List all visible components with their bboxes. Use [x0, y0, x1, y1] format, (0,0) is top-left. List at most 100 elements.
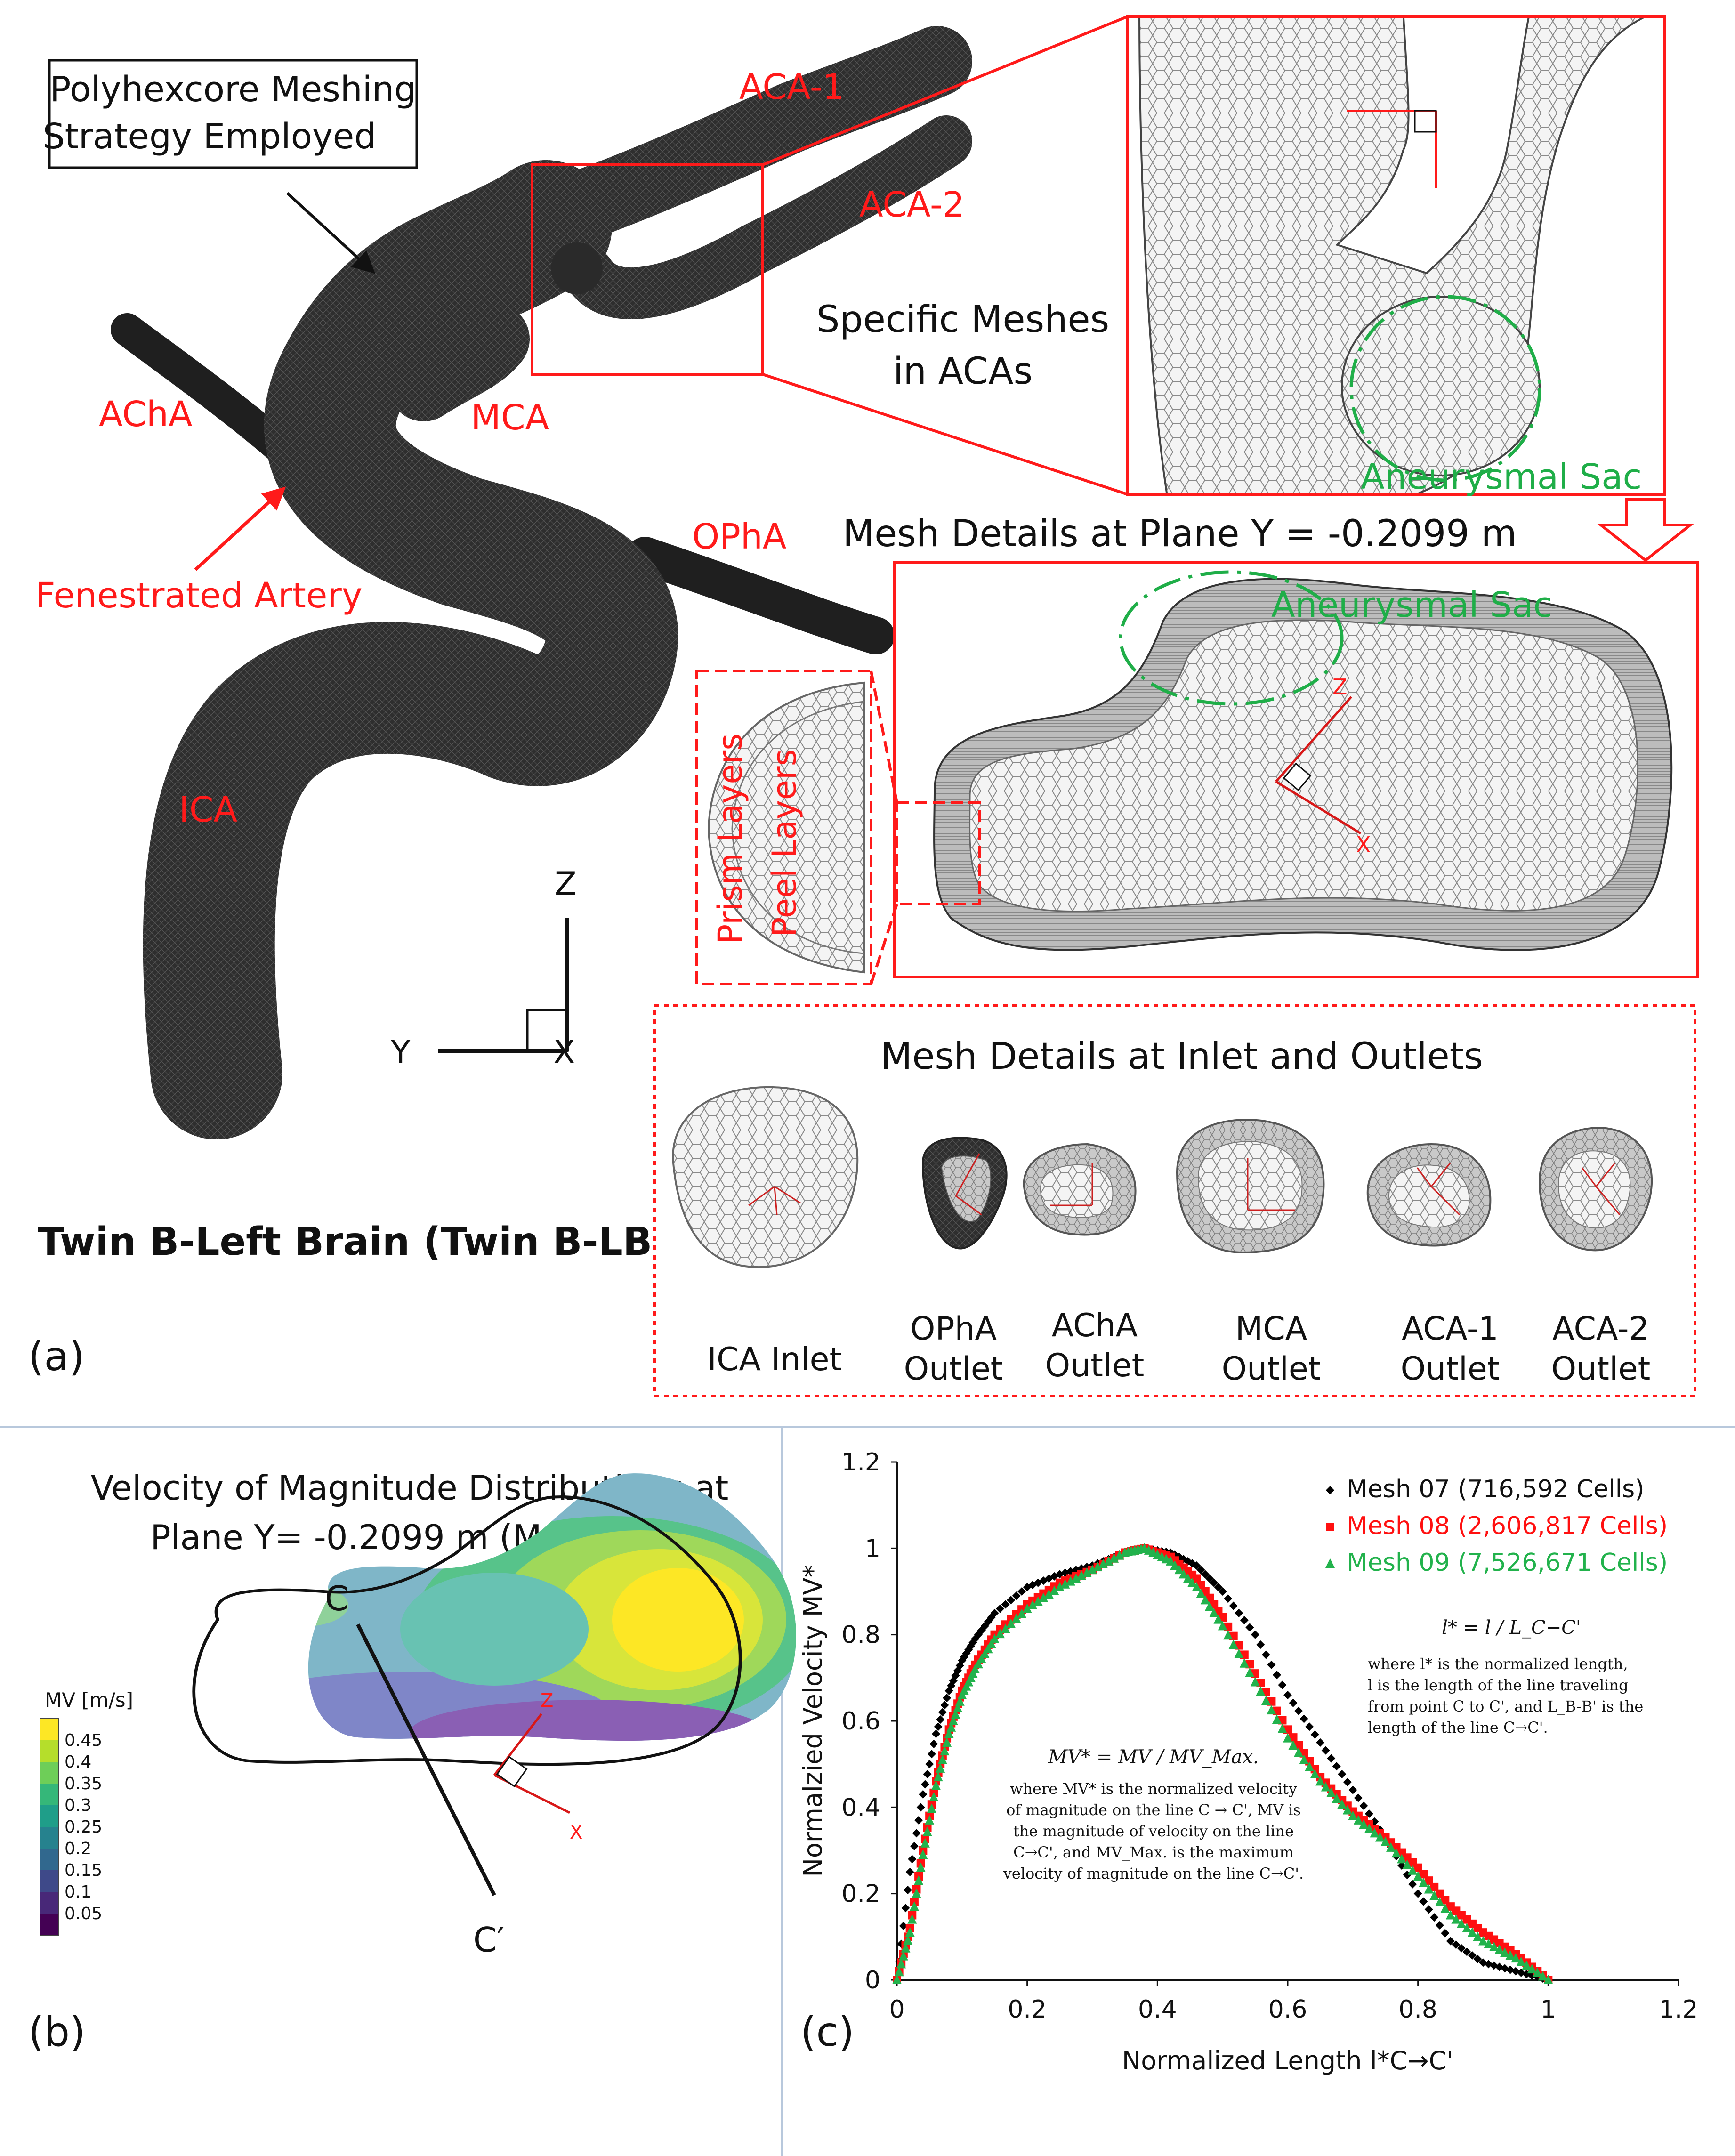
data-point — [1055, 1582, 1065, 1591]
legend-frame — [40, 1718, 59, 1936]
data-point — [1299, 1714, 1308, 1723]
data-point — [1196, 1566, 1205, 1575]
annotation-arrow — [286, 192, 376, 274]
data-point — [1494, 1944, 1504, 1954]
data-point — [1516, 1956, 1526, 1966]
twin-title: Twin B-Left Brain (Twin B-LB) — [38, 1219, 670, 1264]
data-point — [1473, 1931, 1483, 1941]
equation-l-text-3: from point C to C', and L_B-B' is the — [1368, 1697, 1643, 1715]
x-tick-label: 0.8 — [1398, 1995, 1437, 2024]
data-point — [940, 1701, 949, 1710]
legend-swatch — [40, 1827, 59, 1849]
data-point — [934, 1722, 943, 1731]
data-point — [1245, 1667, 1255, 1677]
data-point — [931, 1780, 941, 1790]
y-tick-label: 0.4 — [841, 1793, 880, 1822]
equation-l: l* = l / L_C−C' where l* is the normaliz… — [1368, 1617, 1643, 1736]
data-point — [1457, 1944, 1466, 1953]
data-point — [1364, 1809, 1373, 1818]
data-point — [1327, 1754, 1336, 1763]
data-point — [892, 1975, 902, 1984]
data-point — [943, 1694, 952, 1703]
data-point — [1429, 1890, 1439, 1900]
vessel-opha — [626, 537, 895, 654]
data-point — [1484, 1938, 1493, 1948]
legend-swatch — [40, 1740, 59, 1762]
x-tick-label: 0.6 — [1268, 1995, 1307, 2024]
data-point — [936, 1763, 945, 1773]
section-label-acha-1: AChA — [1052, 1307, 1138, 1344]
data-point — [1213, 1614, 1223, 1624]
vessel-mca — [388, 304, 530, 421]
data-point — [914, 1875, 924, 1885]
label-opha: OPhA — [692, 517, 787, 557]
legend-tick-label: 0.15 — [65, 1861, 102, 1880]
x-tick-label: 0.2 — [1008, 1995, 1047, 2024]
data-point — [1235, 1608, 1243, 1617]
data-point — [1326, 1787, 1336, 1797]
data-point — [955, 1696, 965, 1706]
data-point — [1001, 1623, 1010, 1633]
legend-tick-label: 0.35 — [65, 1774, 102, 1793]
data-point — [1261, 1650, 1270, 1659]
label-mca: MCA — [471, 397, 549, 438]
data-point — [929, 1739, 938, 1748]
data-point — [1283, 1733, 1292, 1743]
data-point — [1218, 1621, 1227, 1631]
data-point — [1007, 1596, 1016, 1605]
data-point — [953, 1703, 963, 1712]
section-aca1-outlet — [1366, 1143, 1492, 1247]
data-point — [1240, 1616, 1249, 1625]
label-aca-2: ACA-2 — [859, 185, 965, 225]
plane-axis-corner — [1283, 762, 1312, 791]
data-point — [1338, 1770, 1347, 1779]
section-label-acha-2: Outlet — [1045, 1347, 1145, 1384]
data-point — [1250, 1677, 1260, 1687]
data-point — [1419, 1897, 1428, 1906]
y-tick-label: 1.2 — [841, 1448, 880, 1477]
data-point — [905, 1867, 914, 1876]
data-point — [932, 1729, 940, 1738]
equation-mv-text-4: C→C', and MV_Max. is the maximum — [1013, 1843, 1294, 1861]
inlet-outlets-title: Mesh Details at Inlet and Outlets — [880, 1035, 1483, 1078]
data-point — [1245, 1623, 1254, 1632]
section-label-opha-1: OPhA — [910, 1310, 997, 1348]
data-point — [1310, 1730, 1319, 1739]
data-point — [1283, 1691, 1292, 1699]
aneurysm-dashdot-circle-plane — [1119, 570, 1344, 706]
data-point — [920, 1838, 930, 1848]
legend-tick-label: 0.25 — [65, 1817, 102, 1837]
panel-c-label: (c) — [800, 2009, 854, 2056]
data-point — [1022, 1603, 1032, 1613]
data-point — [1239, 1658, 1249, 1668]
data-point — [1256, 1686, 1266, 1696]
data-point — [1223, 1630, 1233, 1640]
data-point — [1419, 1870, 1428, 1879]
data-point — [1049, 1585, 1059, 1595]
global-axes: Z Y X — [390, 865, 577, 1071]
data-point — [1017, 1587, 1026, 1596]
peel-layers-label: Peel Layers — [765, 749, 804, 937]
data-point — [1288, 1740, 1298, 1750]
data-point — [1397, 1854, 1407, 1864]
data-point — [920, 1780, 929, 1789]
data-point — [912, 1888, 921, 1898]
data-point — [914, 1816, 923, 1825]
annotation-line-2: Strategy Employed — [43, 116, 377, 157]
data-point — [1251, 1630, 1259, 1639]
section-opha-outlet — [921, 1137, 1008, 1250]
legend-tick-label: 0.3 — [65, 1796, 91, 1815]
data-point — [1408, 1865, 1418, 1875]
vessel-main-body — [143, 160, 678, 1139]
data-point — [1205, 1601, 1214, 1611]
data-point — [936, 1715, 945, 1724]
data-point — [1359, 1801, 1368, 1810]
data-point — [1505, 1950, 1515, 1960]
section-label-mca-2: Outlet — [1222, 1350, 1321, 1388]
data-point — [1294, 1706, 1303, 1715]
legend-swatch — [40, 1805, 59, 1827]
equation-l-formula: l* = l / L_C−C' — [1442, 1617, 1581, 1639]
data-point — [1435, 1897, 1444, 1906]
data-point — [1473, 1954, 1482, 1963]
